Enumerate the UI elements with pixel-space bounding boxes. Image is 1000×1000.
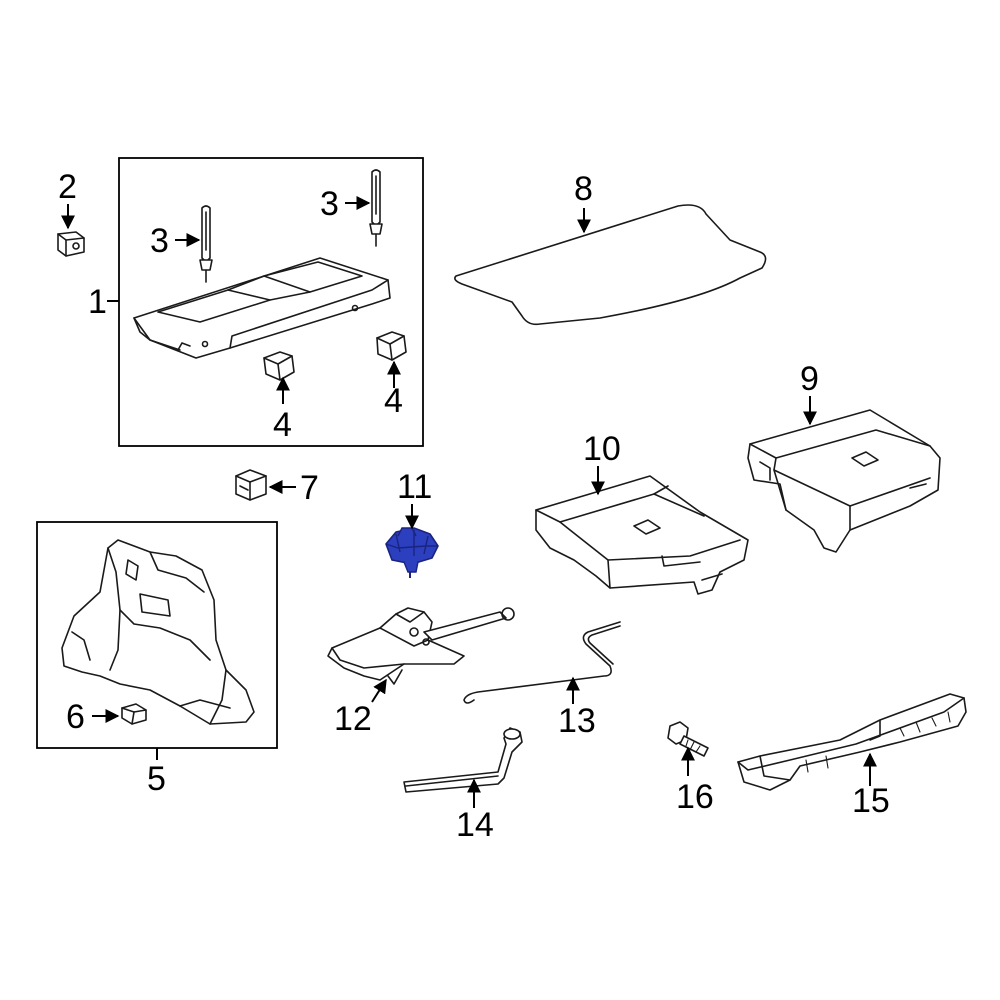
clip-part-3-right[interactable] [369,169,383,247]
trunk-side-trim-part[interactable] [61,539,255,725]
callout-3a[interactable]: 3 [150,222,169,260]
callout-5[interactable]: 5 [147,760,166,798]
callout-3b[interactable]: 3 [320,185,339,223]
clip-part-3-left[interactable] [199,205,213,283]
bracket-part-4-right[interactable] [376,331,407,361]
callout-4a[interactable]: 4 [273,406,292,444]
callout-6[interactable]: 6 [66,698,85,736]
package-tray-part[interactable] [133,257,391,359]
floor-cover-part[interactable] [454,204,767,326]
wheel-wrench-part[interactable] [403,727,523,793]
callout-16[interactable]: 16 [676,778,714,816]
scuff-plate-part[interactable] [737,693,967,791]
clip-part-7[interactable] [235,469,267,501]
scissor-jack-part[interactable] [327,607,515,685]
callout-15[interactable]: 15 [852,782,890,820]
callout-11[interactable]: 11 [397,468,432,506]
callout-13[interactable]: 13 [558,702,596,740]
callout-10[interactable]: 10 [583,430,621,468]
clip-part-2[interactable] [57,231,85,257]
jack-knob-part-highlighted[interactable] [385,527,439,578]
callout-4b[interactable]: 4 [384,382,403,420]
callout-12[interactable]: 12 [334,700,372,738]
callout-7[interactable]: 7 [300,469,319,507]
storage-box-part-9[interactable] [747,409,941,553]
callout-14[interactable]: 14 [456,806,494,844]
leader-12 [371,678,387,703]
callout-1[interactable]: 1 [88,283,107,321]
callout-9[interactable]: 9 [800,360,819,398]
bracket-part-4-left[interactable] [263,351,295,381]
clip-part-6[interactable] [121,703,147,725]
callout-2[interactable]: 2 [58,168,77,206]
jack-handle-part[interactable] [463,621,621,704]
callout-8[interactable]: 8 [574,170,593,208]
storage-box-part-10[interactable] [535,475,749,595]
bolt-part-16[interactable] [667,721,709,757]
